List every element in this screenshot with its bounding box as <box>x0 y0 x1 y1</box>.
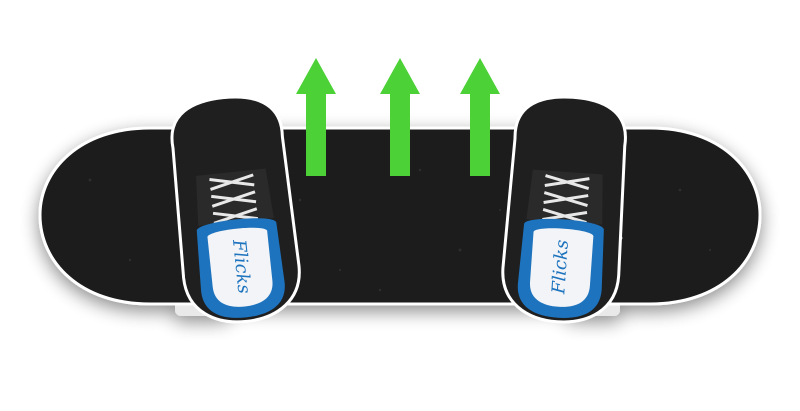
up-arrow-icon <box>380 58 420 176</box>
up-arrow-icon <box>460 58 500 176</box>
insole-logo-text: Flicks <box>548 239 573 296</box>
left-shoe-icon: Flicks <box>170 95 301 324</box>
right-shoe-icon: Flicks <box>501 95 627 324</box>
up-arrow-icon <box>296 58 336 176</box>
up-arrows <box>296 58 500 176</box>
